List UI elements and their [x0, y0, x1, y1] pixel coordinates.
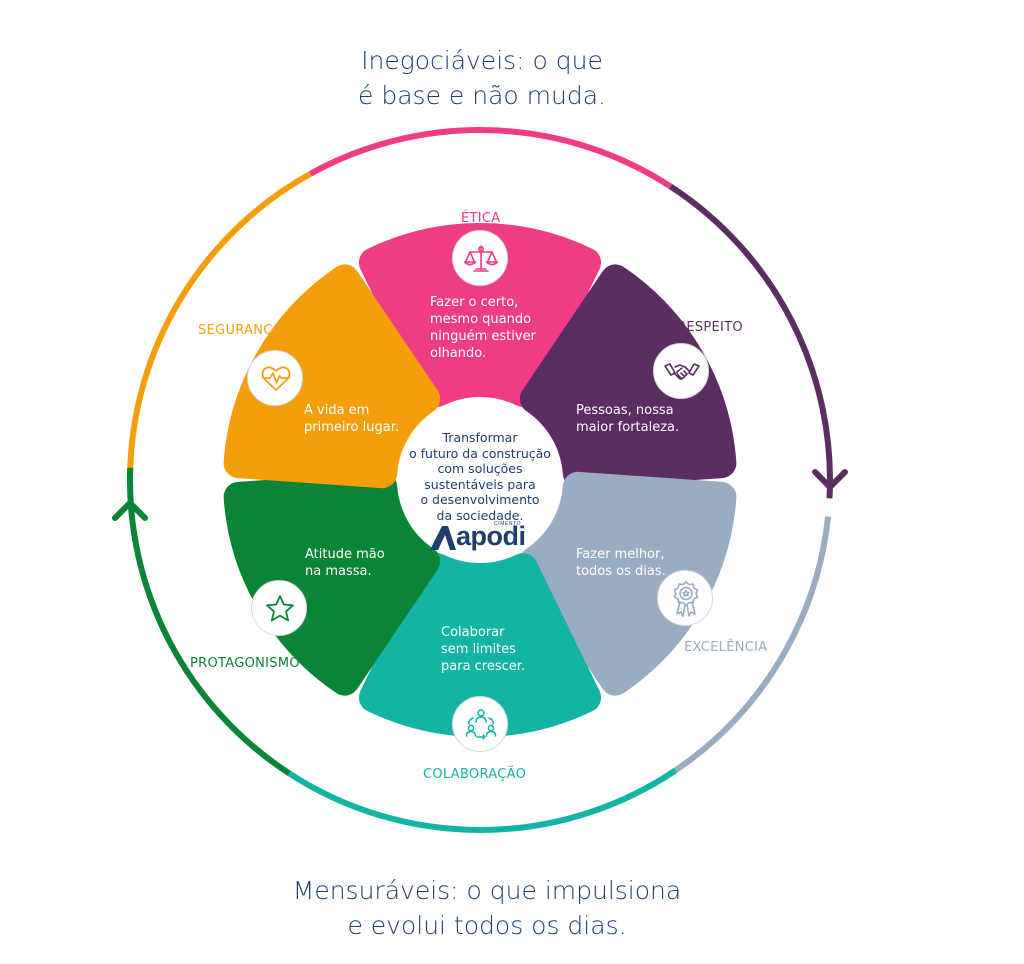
colaboracao-description: Colaborar sem limites para crescer. — [441, 625, 526, 674]
protagonismo-description: Atitude mão na massa. — [305, 547, 385, 579]
award-icon — [657, 570, 713, 626]
respeito-label: RESPEITO — [677, 320, 743, 335]
colaboracao-label: COLABORAÇÃO — [423, 767, 527, 782]
seguranca-description: A vida em primeiro lugar. — [304, 403, 399, 435]
bottom-heading: Mensuráveis: o que impulsiona e evolui t… — [0, 873, 1024, 943]
etica-label: ÉTICA — [461, 211, 501, 226]
mission-statement: Transformar o futuro da construção com s… — [409, 430, 551, 523]
handshake-icon — [653, 343, 709, 399]
star-icon — [251, 580, 307, 636]
ring-arrow-down — [812, 469, 848, 490]
respeito-petal — [519, 264, 737, 489]
respeito-description: Pessoas, nossa maior fortaleza. — [576, 403, 680, 435]
ring-arc-teal — [287, 767, 678, 833]
ring-arc-orange — [127, 171, 312, 474]
bottom-heading-line-1: Mensuráveis: o que impulsiona — [292, 876, 682, 905]
value-petals — [223, 223, 737, 737]
excelencia-description: Fazer melhor, todos os dias. — [576, 547, 666, 579]
ring-arc-purple — [668, 183, 833, 499]
top-heading-line-2: é base e não muda. — [358, 81, 606, 110]
colaboracao-petal — [358, 553, 602, 737]
ring-arc-green — [127, 467, 292, 777]
etica-description: Fazer o certo, mesmo quando ninguém esti… — [430, 295, 536, 361]
bottom-heading-line-2: e evolui todos os dias. — [347, 911, 627, 940]
team-icon — [452, 696, 508, 752]
excelencia-label: EXCELÊNCIA — [684, 640, 768, 655]
top-heading: Inegociáveis: o que é base e não muda. — [0, 43, 1024, 113]
excelencia-petal — [519, 471, 737, 696]
protagonismo-label: PROTAGONISMO — [190, 656, 300, 671]
apodi-logo-mark — [430, 526, 456, 550]
ring-arrow-up — [112, 500, 148, 521]
apodi-logo: CIMENTO apodi — [430, 521, 540, 552]
scale-icon — [452, 230, 508, 286]
etica-petal — [358, 223, 602, 407]
protagonismo-petal — [223, 471, 441, 696]
heart-pulse-icon — [247, 350, 303, 406]
ring-arc-pink — [308, 127, 673, 190]
seguranca-label: SEGURANÇA — [198, 323, 282, 338]
cycle-ring — [112, 127, 848, 833]
top-heading-line-1: Inegociáveis: o que — [361, 46, 603, 75]
seguranca-petal — [223, 264, 441, 489]
ring-arc-grey — [674, 516, 832, 773]
